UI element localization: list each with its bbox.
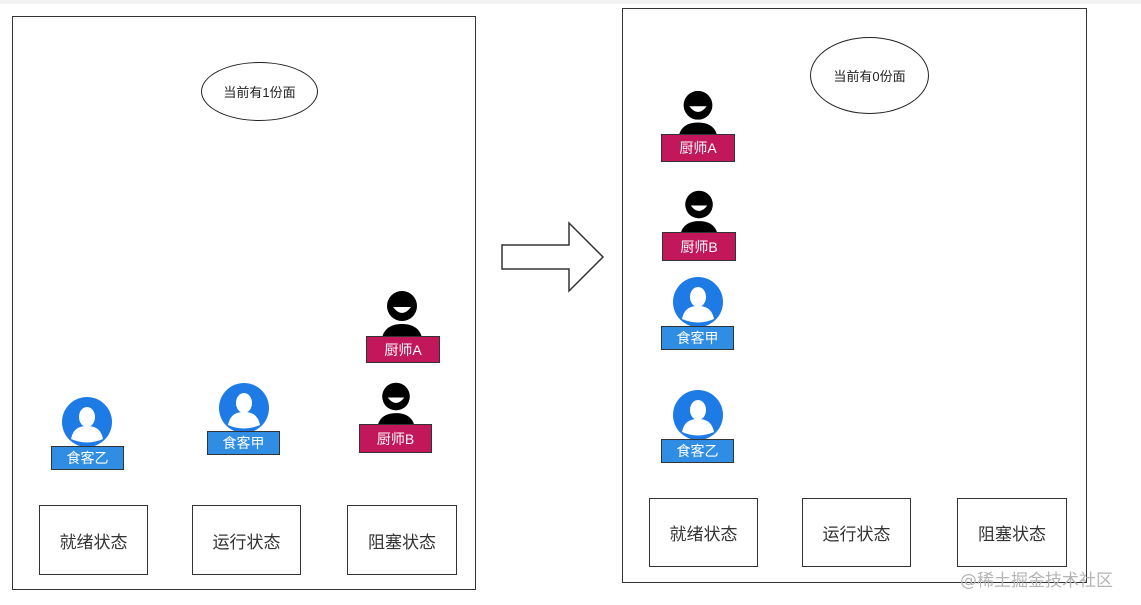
- right-state-running: 运行状态: [802, 498, 911, 567]
- left-diner-jia: 食客甲: [207, 383, 280, 456]
- diner-jia-label: 食客甲: [661, 326, 734, 350]
- chef-a-label: 厨师A: [661, 134, 735, 162]
- diner-yi-label: 食客乙: [661, 439, 734, 463]
- right-arrow-icon: [501, 221, 605, 293]
- chef-icon: [382, 291, 422, 338]
- left-state-running: 运行状态: [192, 505, 301, 575]
- chef-a-label: 厨师A: [366, 336, 440, 363]
- right-counter-text: 当前有0份面: [833, 69, 906, 84]
- right-chef-a: 厨师A: [661, 88, 735, 163]
- diner-jia-label: 食客甲: [207, 431, 280, 455]
- left-diner-yi: 食客乙: [51, 397, 124, 471]
- diner-yi-label: 食客乙: [51, 446, 124, 470]
- right-state-ready: 就绪状态: [649, 498, 758, 567]
- diner-icon: [62, 397, 112, 447]
- diner-icon: [673, 277, 723, 327]
- state-ready-text: 就绪状态: [669, 525, 738, 544]
- state-running-text: 运行状态: [212, 532, 281, 552]
- watermark: @稀土掘金技术社区: [960, 571, 1113, 591]
- chef-icon: [680, 190, 718, 234]
- chef-b-label: 厨师B: [359, 424, 432, 453]
- left-chef-b: 厨师B: [359, 380, 433, 453]
- left-counter-text: 当前有1份面: [223, 85, 296, 100]
- right-state-blocked: 阻塞状态: [957, 498, 1067, 567]
- left-counter-ellipse: 当前有1份面: [201, 62, 318, 121]
- state-blocked-text: 阻塞状态: [978, 525, 1046, 544]
- chef-icon: [377, 382, 415, 426]
- chef-icon: [678, 90, 718, 136]
- right-diner-jia: 食客甲: [661, 277, 734, 351]
- diner-icon: [673, 390, 723, 440]
- right-counter-ellipse: 当前有0份面: [810, 37, 929, 114]
- left-state-ready: 就绪状态: [39, 505, 148, 575]
- left-chef-a: 厨师A: [366, 288, 440, 364]
- left-state-blocked: 阻塞状态: [347, 505, 457, 575]
- state-ready-text: 就绪状态: [59, 532, 128, 552]
- chef-b-label: 厨师B: [662, 232, 736, 261]
- state-blocked-text: 阻塞状态: [368, 532, 436, 552]
- diner-icon: [219, 383, 269, 433]
- right-diner-yi: 食客乙: [661, 390, 734, 464]
- top-strip: [0, 0, 1141, 4]
- right-chef-b: 厨师B: [662, 188, 736, 261]
- state-running-text: 运行状态: [822, 525, 891, 544]
